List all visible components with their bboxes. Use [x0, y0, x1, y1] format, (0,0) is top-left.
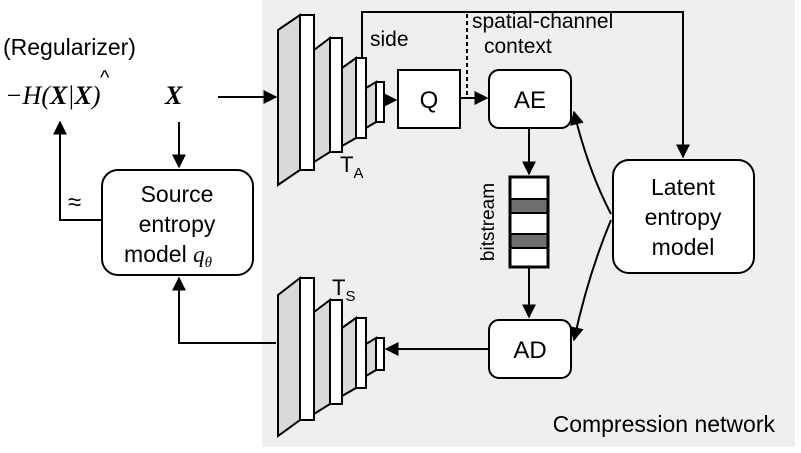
source-model-line1: Source — [141, 181, 214, 207]
latent-model-line3: model — [652, 234, 715, 260]
latent-model-line2: entropy — [645, 204, 722, 230]
ta-label: TA — [340, 152, 363, 182]
q-label: Q — [420, 87, 439, 114]
compression-network-label: Compression network — [553, 411, 776, 437]
arrow-latent-to-ae — [570, 110, 612, 215]
context-label-line1: spatial-channel — [472, 10, 613, 33]
neg-entropy-formula: −H(X|X) — [5, 81, 101, 110]
x-input-label: X — [164, 81, 183, 110]
hat-accent: ^ — [100, 67, 110, 89]
decoder-ts — [277, 275, 385, 438]
approx-symbol: ≈ — [68, 189, 81, 216]
arrow-side-to-latent — [361, 11, 690, 159]
latent-model-line1: Latent — [651, 174, 716, 200]
arrow-source-to-regularizer — [53, 120, 102, 221]
arrow-ts-to-source — [172, 276, 276, 344]
source-model-line3: model qθ — [124, 241, 213, 271]
side-label: side — [370, 28, 409, 51]
source-entropy-model-block — [101, 169, 254, 276]
context-label-line2: context — [484, 35, 552, 58]
arrow-latent-to-ad — [569, 219, 612, 342]
ae-label: AE — [514, 87, 546, 114]
bitstream-label: bitstream — [478, 183, 499, 261]
ad-label: AD — [513, 337, 546, 364]
bitstream-block — [508, 175, 550, 269]
regularizer-label: (Regularizer) — [3, 34, 136, 60]
ts-label: TS — [332, 275, 355, 305]
encoder-ta — [277, 13, 385, 187]
source-model-line2: entropy — [139, 211, 216, 237]
latent-entropy-model-block — [612, 159, 755, 274]
